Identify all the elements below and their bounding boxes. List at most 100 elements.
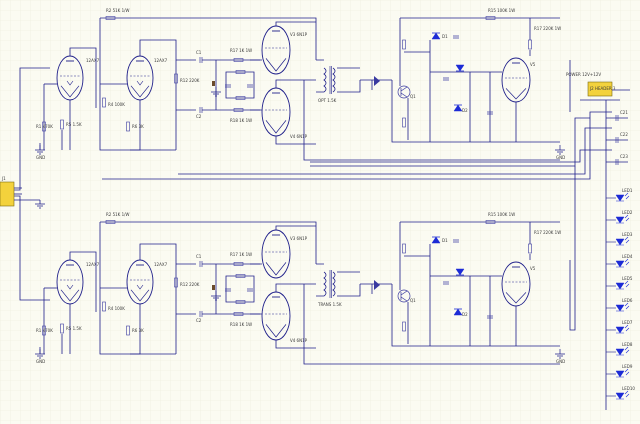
zener-diode bbox=[455, 268, 465, 276]
resistor bbox=[105, 220, 116, 224]
resistor bbox=[233, 58, 244, 62]
ground-symbol bbox=[211, 87, 221, 97]
ground-label: GND bbox=[556, 359, 565, 364]
wire bbox=[490, 275, 517, 346]
resistor bbox=[105, 16, 116, 20]
feedback-resistor-label: R2 51K 1/W bbox=[106, 212, 129, 217]
wire bbox=[250, 263, 262, 315]
wire bbox=[303, 80, 560, 161]
led-rays bbox=[616, 192, 630, 202]
stack-resistor-a-label: R17 1K 1W bbox=[230, 252, 252, 257]
wire bbox=[490, 71, 517, 142]
transformer-secondary bbox=[332, 271, 336, 297]
led-rays bbox=[616, 324, 630, 334]
ground-symbol bbox=[211, 291, 221, 301]
resistor bbox=[402, 117, 406, 128]
transistor-leads bbox=[400, 86, 408, 98]
wire bbox=[100, 17, 317, 60]
resistor bbox=[42, 121, 46, 132]
led-rays bbox=[616, 280, 630, 290]
resistor bbox=[102, 97, 106, 108]
wire bbox=[399, 221, 560, 346]
led-label: LED7 bbox=[622, 320, 633, 325]
led-label: LED5 bbox=[622, 276, 633, 281]
led-icon bbox=[615, 326, 625, 334]
led-label: LED1 bbox=[622, 188, 633, 193]
tube1-ra-label: R1 470K bbox=[36, 124, 53, 129]
coupling-c2-label: C2 bbox=[196, 318, 202, 323]
capacitor bbox=[615, 115, 619, 121]
output-tube-a-label: V3 6N1P bbox=[290, 32, 308, 37]
tube1-rk-label: R5 1.5K bbox=[66, 122, 82, 127]
tube2-label: 12AX7 bbox=[154, 262, 168, 267]
tube-cathode bbox=[130, 289, 150, 302]
resistor bbox=[235, 96, 246, 100]
led-label: LED3 bbox=[622, 232, 633, 237]
resistor bbox=[233, 312, 244, 316]
input-connector: J1 bbox=[0, 176, 45, 209]
led-icon bbox=[615, 194, 625, 202]
ground-label: GND bbox=[36, 359, 45, 364]
led-rays bbox=[616, 346, 630, 356]
ground-label: GND bbox=[556, 155, 565, 160]
reg-tube-label: V5 bbox=[530, 266, 536, 271]
feedback-resistor-label: R2 51K 1/W bbox=[106, 8, 129, 13]
transformer-primary bbox=[323, 67, 327, 93]
resistor bbox=[60, 119, 64, 130]
resistor bbox=[235, 300, 246, 304]
resistor bbox=[126, 121, 130, 132]
wire bbox=[99, 222, 176, 355]
reg-resistor-top-label: R15 100K 1W bbox=[488, 8, 515, 13]
wire bbox=[139, 243, 177, 354]
supply-connector-label: J2 HEADER 3 bbox=[589, 86, 616, 91]
supply-cap-label: C23 bbox=[620, 154, 628, 159]
reg-tube-label: V5 bbox=[530, 62, 536, 67]
zener-diode bbox=[431, 236, 441, 244]
coupling-c1-label: C1 bbox=[196, 50, 202, 55]
resistor bbox=[402, 321, 406, 332]
coupling-c1-label: C1 bbox=[196, 254, 202, 259]
wire bbox=[225, 275, 255, 303]
transistor bbox=[397, 289, 411, 303]
wire bbox=[69, 251, 97, 312]
wire bbox=[69, 47, 97, 108]
wire bbox=[316, 59, 361, 93]
led-label: LED2 bbox=[622, 210, 633, 215]
stack-resistor-b-label: R18 1K 1W bbox=[230, 322, 252, 327]
stack-resistor-a-label: R17 1K 1W bbox=[230, 48, 252, 53]
capacitor bbox=[225, 288, 231, 292]
tube-cathode bbox=[60, 289, 80, 302]
tube1-label: 12AX7 bbox=[86, 262, 100, 267]
transformer-label: TRANS 1.5K bbox=[317, 302, 342, 307]
capacitor bbox=[453, 239, 459, 243]
led-rays bbox=[616, 214, 630, 224]
capacitor bbox=[453, 35, 459, 39]
zener-diode bbox=[453, 308, 463, 316]
resistor bbox=[102, 301, 106, 312]
led-label: LED6 bbox=[622, 298, 633, 303]
tube-heater bbox=[136, 284, 144, 290]
ground-symbol bbox=[35, 145, 45, 155]
transformer-label: OPT 1.5K bbox=[318, 98, 337, 103]
ground-symbol bbox=[35, 349, 45, 359]
input-connector-label: J1 bbox=[1, 176, 6, 181]
grid-resistor-label: R12 220K bbox=[180, 282, 200, 287]
led-icon bbox=[615, 216, 625, 224]
wire bbox=[139, 39, 177, 150]
capacitor bbox=[247, 84, 253, 88]
wire bbox=[130, 100, 141, 151]
supply-cap-label: C22 bbox=[620, 132, 628, 137]
transistor bbox=[397, 85, 411, 99]
resistor bbox=[42, 325, 46, 336]
tube2-ra-label: R4 100K bbox=[108, 306, 125, 311]
electrolytic-marker bbox=[212, 81, 215, 86]
output-tube-a-label: V3 6N1P bbox=[290, 236, 308, 241]
wire bbox=[275, 21, 316, 145]
reg-transistor-label: Q1 bbox=[410, 94, 416, 99]
resistor bbox=[233, 108, 244, 112]
wire bbox=[275, 225, 316, 349]
resistor bbox=[174, 277, 178, 288]
